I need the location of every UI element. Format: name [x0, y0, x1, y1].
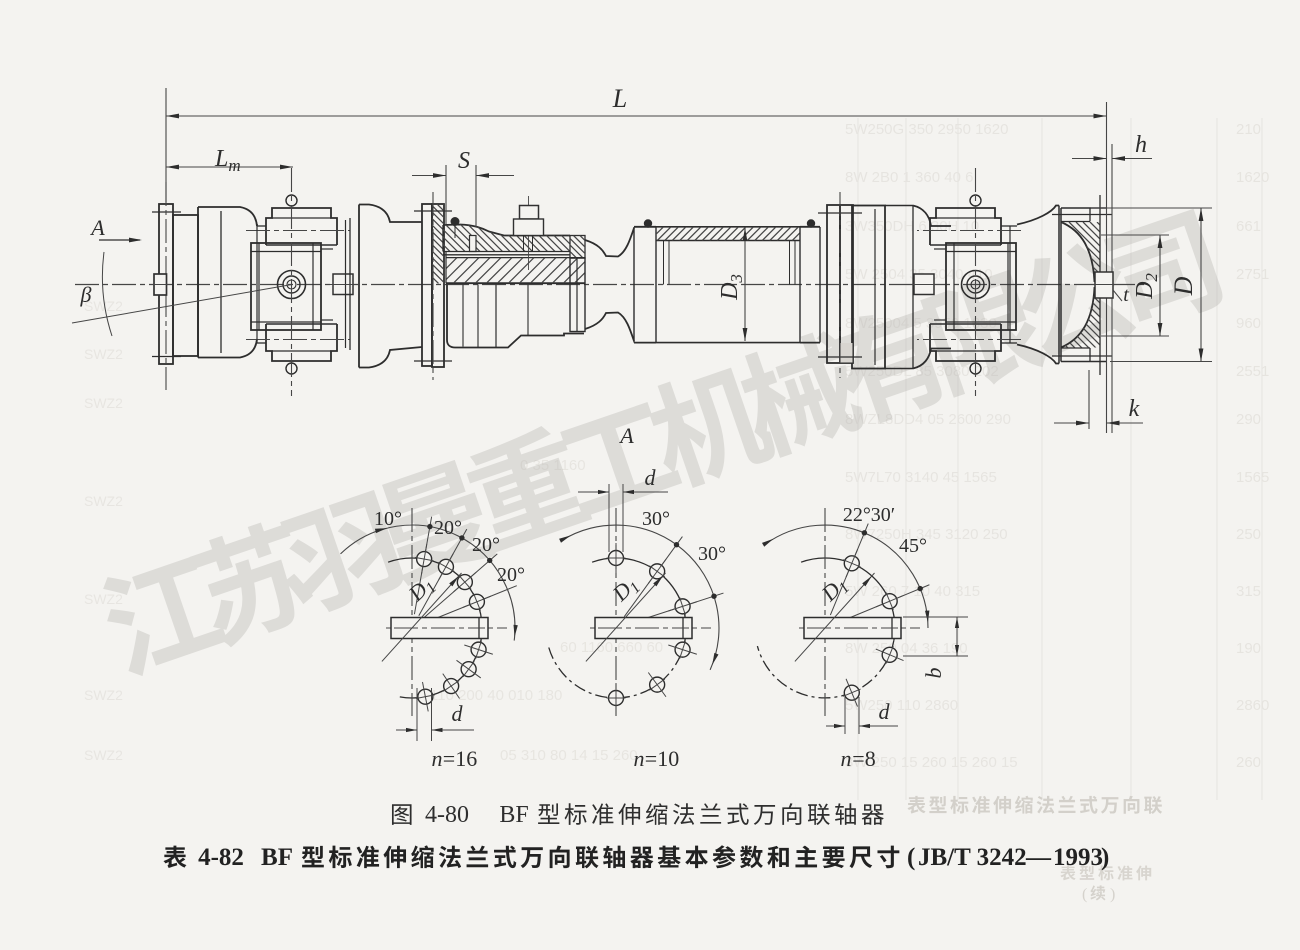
svg-text:05 310 80 14 15 260: 05 310 80 14 15 260	[500, 747, 638, 764]
svg-text:(: (	[907, 844, 915, 871]
svg-text:5W250G 350 2950 1620: 5W250G 350 2950 1620	[845, 121, 1008, 138]
svg-text:1565: 1565	[1236, 469, 1269, 486]
svg-text:290: 290	[1236, 411, 1261, 428]
svg-text:5W250 110 2860: 5W250 110 2860	[845, 697, 958, 714]
svg-text:5W250DL 85 3080 202: 5W250DL 85 3080 202	[845, 363, 999, 380]
svg-text:d: d	[452, 701, 464, 726]
svg-text:A: A	[89, 215, 105, 240]
svg-text:n: n	[432, 746, 443, 771]
svg-text:JB/T 3242: JB/T 3242	[918, 844, 1027, 871]
svg-text:8W 250 04 36 190: 8W 250 04 36 190	[845, 640, 968, 657]
svg-text:L: L	[612, 84, 627, 113]
svg-text:): )	[1101, 844, 1109, 871]
svg-text:D: D	[1169, 276, 1198, 296]
svg-text:1620: 1620	[1236, 169, 1269, 186]
svg-text:0 35 1160: 0 35 1160	[520, 457, 586, 474]
svg-text:4-82: 4-82	[198, 844, 244, 871]
svg-text:260: 260	[1236, 754, 1261, 771]
svg-text:8W25004 5 3950 1830: 8W25004 5 3950 1830	[845, 315, 997, 332]
svg-text:8WZL8DD4 05 2600 290: 8WZL8DD4 05 2600 290	[845, 411, 1011, 428]
svg-text:3W350DH 6 30H 10: 3W350DH 6 30H 10	[845, 218, 979, 235]
svg-text:SWZ2: SWZ2	[84, 298, 123, 314]
svg-text:250: 250	[1236, 526, 1261, 543]
svg-text:SWZ2: SWZ2	[84, 747, 123, 763]
svg-text:30°: 30°	[642, 508, 670, 530]
svg-text:2751: 2751	[1236, 266, 1269, 283]
svg-text:22°30′: 22°30′	[843, 504, 895, 526]
svg-text:30°: 30°	[698, 543, 726, 565]
svg-text:(: (	[1082, 886, 1087, 903]
svg-text:110 200 40 010 180: 110 200 40 010 180	[430, 687, 562, 704]
svg-text:210: 210	[1236, 121, 1261, 138]
svg-text:h: h	[1135, 132, 1147, 158]
svg-text:960: 960	[1236, 315, 1261, 332]
svg-text:60 1160 660 60: 60 1160 660 60	[560, 639, 663, 656]
svg-text:S: S	[458, 148, 470, 174]
svg-text:2551: 2551	[1236, 363, 1269, 380]
svg-text:4-80: 4-80	[425, 802, 469, 828]
svg-text:=8: =8	[852, 746, 875, 771]
svg-text:k: k	[1129, 396, 1140, 422]
svg-text:A: A	[618, 423, 634, 448]
svg-text:190: 190	[1236, 640, 1261, 657]
svg-text:d: d	[645, 465, 657, 490]
svg-text:BF: BF	[499, 802, 528, 828]
svg-text:SWZ2: SWZ2	[84, 493, 123, 509]
svg-text:10°: 10°	[374, 508, 402, 530]
svg-text:n: n	[634, 746, 645, 771]
svg-text:8W7250H 345 3120 250: 8W7250H 345 3120 250	[845, 526, 1008, 543]
svg-text:1993: 1993	[1053, 844, 1103, 871]
svg-text:5W7L70 3140 45 1565: 5W7L70 3140 45 1565	[845, 469, 997, 486]
svg-text:SWZ2: SWZ2	[84, 591, 123, 607]
svg-text:): )	[1110, 886, 1115, 903]
svg-text:BF: BF	[261, 844, 293, 871]
svg-text:2860: 2860	[1236, 697, 1269, 714]
svg-text:20°: 20°	[434, 517, 462, 539]
svg-text:3W 250 15 260 15 260 15: 3W 250 15 260 15 260 15	[845, 754, 1018, 771]
svg-text:=16: =16	[443, 746, 477, 771]
svg-text:b: b	[921, 668, 946, 679]
svg-text:SWZ2: SWZ2	[84, 687, 123, 703]
svg-text:—: —	[1025, 844, 1052, 871]
svg-text:t: t	[1123, 284, 1129, 306]
svg-text:315: 315	[1236, 583, 1261, 600]
svg-text:d: d	[879, 699, 891, 724]
svg-text:n: n	[841, 746, 852, 771]
svg-text:661: 661	[1236, 218, 1261, 235]
svg-text:8W 2B0 1 360 40 6: 8W 2B0 1 360 40 6	[845, 169, 973, 186]
svg-text:β: β	[80, 282, 92, 307]
svg-text:20°: 20°	[497, 564, 525, 586]
svg-text:Lm: Lm	[214, 146, 241, 175]
svg-text:=10: =10	[645, 746, 679, 771]
svg-text:SWZ2: SWZ2	[84, 346, 123, 362]
svg-text:20°: 20°	[472, 534, 500, 556]
svg-text:SWZ2: SWZ2	[84, 395, 123, 411]
svg-text:45°: 45°	[899, 535, 927, 557]
